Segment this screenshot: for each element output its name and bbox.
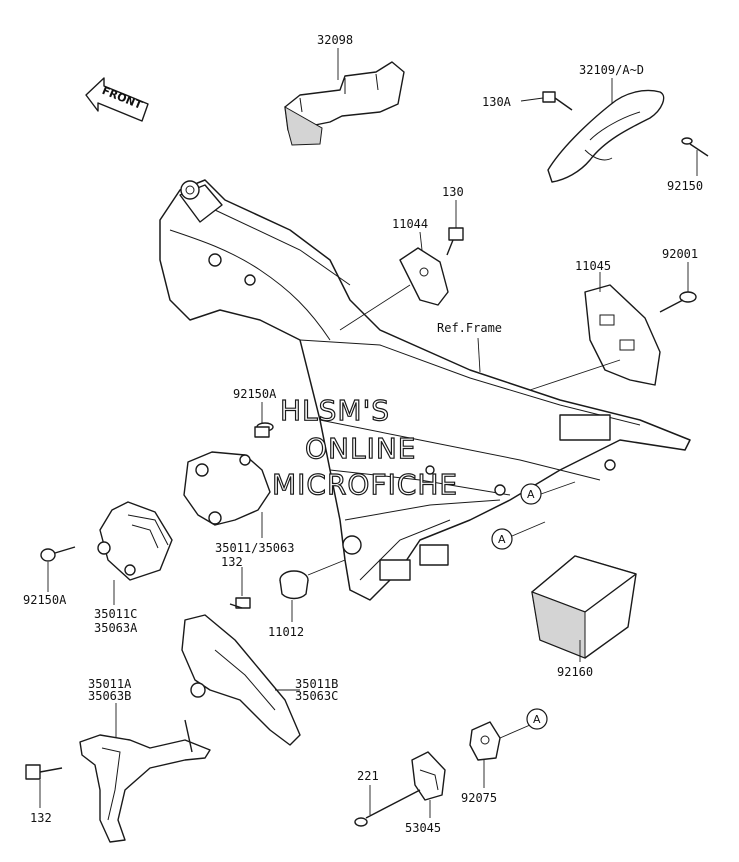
svg-text:ONLINE: ONLINE: [305, 432, 416, 465]
part-132-top-bolt: [229, 567, 251, 609]
part-35011-bracket: [183, 451, 271, 538]
part-35011A-bracket: [79, 703, 211, 843]
part-132-bottom-bolt: [25, 764, 63, 808]
label-32098: 32098: [317, 33, 353, 47]
label-130A: 130A: [482, 95, 512, 109]
label-92075: 92075: [461, 791, 497, 805]
label-35011A: 35011A: [88, 677, 132, 691]
label-35063A: 35063A: [94, 621, 138, 635]
label-35011C: 35011C: [94, 607, 137, 621]
part-11012-grommet: [279, 559, 346, 622]
part-35011B-bracket: [181, 614, 301, 746]
label-92150A-top: 92150A: [233, 387, 277, 401]
label-35063B: 35063B: [88, 689, 131, 703]
svg-text:MICROFICHE: MICROFICHE: [272, 468, 458, 501]
label-221: 221: [357, 769, 379, 783]
label-35011B: 35011B: [295, 677, 338, 691]
svg-text:A: A: [527, 488, 535, 501]
part-11044-bracket: [339, 231, 449, 331]
part-32098-cover: [284, 48, 405, 146]
label-53045: 53045: [405, 821, 441, 835]
svg-text:A: A: [498, 533, 506, 546]
part-11045-bracket: [529, 272, 661, 391]
ref-frame-label: Ref.Frame: [437, 321, 502, 335]
label-32109: 32109/A~D: [579, 63, 644, 77]
part-92150A-top-bolt: [254, 402, 274, 438]
label-11044: 11044: [392, 217, 428, 231]
svg-text:HLSM'S: HLSM'S: [280, 394, 390, 427]
label-35011-35063: 35011/35063: [215, 541, 294, 555]
part-221-screw: [354, 785, 421, 827]
main-frame: [159, 179, 691, 601]
callout-a-middle: A: [491, 521, 546, 550]
label-11012: 11012: [268, 625, 304, 639]
part-32109-guard: [547, 78, 665, 183]
label-35063C: 35063C: [295, 689, 338, 703]
part-92150A-left-bolt: [40, 546, 76, 592]
label-132-top: 132: [221, 555, 243, 569]
label-92001: 92001: [662, 247, 698, 261]
part-92075-clip: [469, 721, 531, 788]
label-92160: 92160: [557, 665, 593, 679]
part-53045-bracket: [411, 751, 446, 818]
label-132-bottom: 132: [30, 811, 52, 825]
part-130A-bolt: [520, 91, 573, 111]
part-92150-pin: [681, 137, 709, 176]
watermark: HLSM'S ONLINE MICROFICHE: [271, 393, 458, 501]
front-arrow-icon: FRONT: [85, 77, 149, 122]
label-130: 130: [442, 185, 464, 199]
part-130-bolt: [446, 200, 464, 256]
label-92150A-left: 92150A: [23, 593, 67, 607]
part-35011C-bracket: [97, 501, 173, 605]
label-11045: 11045: [575, 259, 611, 273]
label-92150: 92150: [667, 179, 703, 193]
part-92160-tray: [531, 555, 637, 662]
callout-a-lower: A: [526, 708, 548, 730]
svg-text:A: A: [533, 713, 541, 726]
part-92001-bolt: [659, 262, 697, 313]
callout-a-upper: A: [520, 481, 576, 505]
